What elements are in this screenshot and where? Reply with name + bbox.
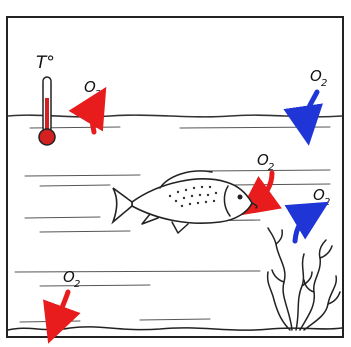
svg-text:2: 2 [74,279,80,290]
svg-text:2: 2 [324,197,330,208]
temperature-label: T° [36,53,55,73]
svg-text:2: 2 [95,89,101,100]
svg-text:2: 2 [321,78,327,89]
